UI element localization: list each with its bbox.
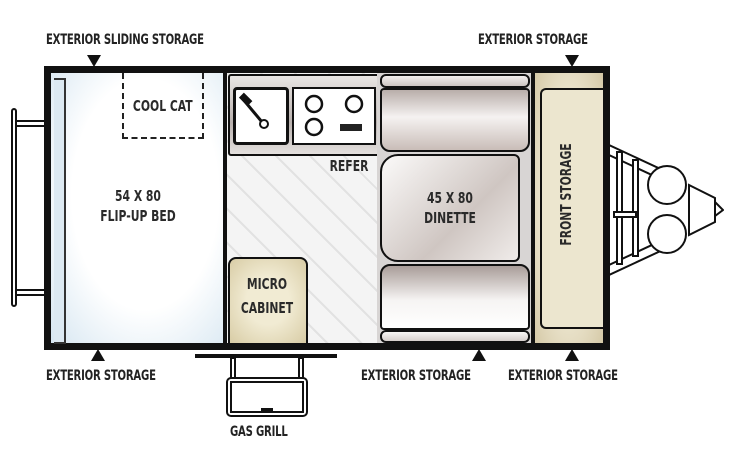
dinette-backrest-top xyxy=(380,74,530,88)
dinette-size-label: 45 X 80 xyxy=(427,189,473,207)
label-exterior-storage-bottom-left: EXTERIOR STORAGE xyxy=(46,368,156,384)
dinette-backrest-bottom xyxy=(380,330,530,343)
bed-side-panel xyxy=(54,78,66,344)
flip-up-bed xyxy=(51,73,223,343)
cool-cat-ac-unit xyxy=(122,73,204,139)
label-exterior-sliding-storage: EXTERIOR SLIDING STORAGE xyxy=(46,32,204,48)
marker-arrow-down-icon xyxy=(565,55,579,67)
faucet-icon xyxy=(238,92,269,129)
burner-icon xyxy=(304,94,324,114)
burner-icon xyxy=(304,117,324,137)
front-storage-compartment xyxy=(540,88,603,329)
trailer-tongue-propane-icon xyxy=(609,143,724,277)
sink xyxy=(233,87,289,145)
micro-cabinet-label-line2: CABINET xyxy=(240,299,294,317)
gas-grill-icon xyxy=(195,354,337,417)
marker-arrow-up-icon xyxy=(565,349,579,361)
dinette-table xyxy=(380,154,520,262)
stove-cooktop xyxy=(292,87,376,145)
marker-arrow-down-icon xyxy=(87,55,101,67)
rear-bumper-rack-icon xyxy=(11,108,48,307)
micro-cabinet xyxy=(228,257,308,345)
dinette-name-label: DINETTE xyxy=(424,209,476,227)
bed-size-label: 54 X 80 xyxy=(115,187,161,205)
label-exterior-storage-bottom-middle: EXTERIOR STORAGE xyxy=(361,368,471,384)
label-exterior-storage-bottom-right: EXTERIOR STORAGE xyxy=(508,368,618,384)
label-exterior-storage-top: EXTERIOR STORAGE xyxy=(478,32,588,48)
micro-cabinet-label-line1: MICRO xyxy=(246,275,288,293)
bed-name-label: FLIP-UP BED xyxy=(100,207,176,225)
marker-arrow-up-icon xyxy=(91,349,105,361)
dinette-seat-front xyxy=(380,88,530,152)
dinette-seat-rear xyxy=(380,264,530,330)
label-gas-grill: GAS GRILL xyxy=(230,424,288,440)
stove-controls-icon xyxy=(340,124,362,131)
interior-wall xyxy=(531,73,535,343)
interior-wall xyxy=(223,73,227,343)
cool-cat-label: COOL CAT xyxy=(132,97,193,115)
front-storage-label: FRONT STORAGE xyxy=(557,143,575,246)
refrigerator-label: REFER xyxy=(329,157,369,175)
burner-icon xyxy=(344,94,364,114)
marker-arrow-up-icon xyxy=(472,349,486,361)
